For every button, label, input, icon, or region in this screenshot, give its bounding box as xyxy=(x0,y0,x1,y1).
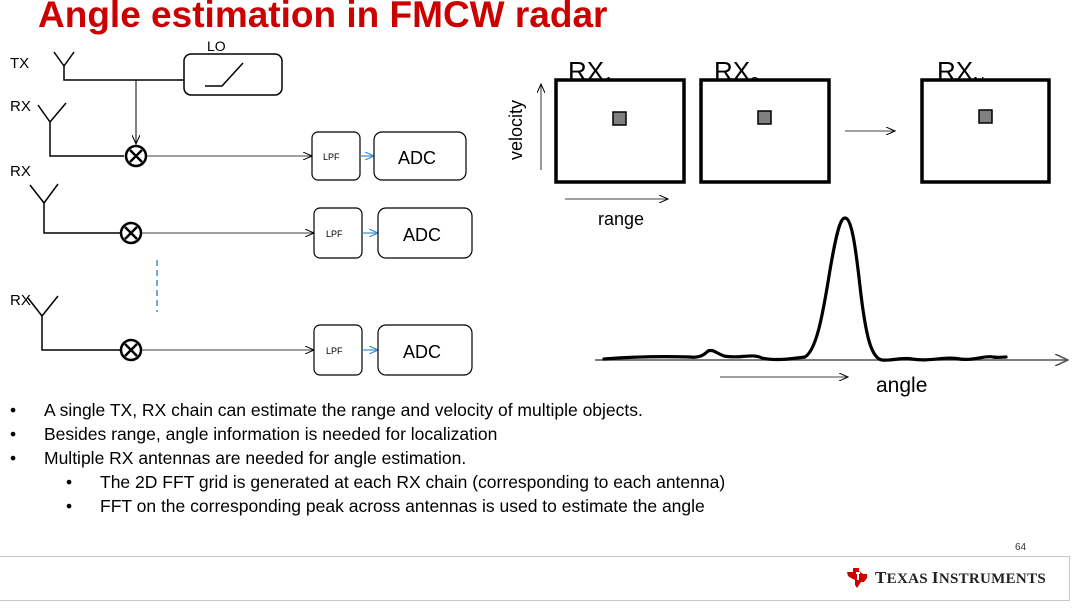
angle-spectrum-curve xyxy=(602,216,1008,362)
sub-bullet-item: FFT on the corresponding peak across ant… xyxy=(10,494,725,518)
rx2-adc-label: ADC xyxy=(403,225,441,245)
rx2-lpf-label: LPF xyxy=(326,229,343,239)
rx2-label: RX xyxy=(10,163,31,180)
bullet-item: Multiple RX antennas are needed for angl… xyxy=(10,446,725,470)
footer-bar xyxy=(0,556,1070,601)
rx1-label: RX xyxy=(10,98,31,115)
rx2-adc-box xyxy=(377,207,473,259)
rxn-label: RX xyxy=(10,292,31,309)
rx2-peak-marker xyxy=(757,110,772,125)
rx1-adc-box xyxy=(373,131,467,181)
tx-label: TX xyxy=(10,55,29,72)
texas-instruments-logo-icon xyxy=(847,568,867,588)
range-axis-label: range xyxy=(598,209,644,229)
company-name: TEXAS INSTRUMENTS xyxy=(875,568,1047,587)
velocity-axis-label: velocity xyxy=(506,100,526,160)
slide-title: Angle estimation in FMCW radar xyxy=(38,0,608,35)
sub-bullet-item: The 2D FFT grid is generated at each RX … xyxy=(10,470,725,494)
angle-axis-label: angle xyxy=(876,374,927,397)
rx2-mixer-icon xyxy=(119,221,143,245)
rxn-peak-marker xyxy=(978,109,993,124)
rx2-range-velocity-grid xyxy=(699,78,831,184)
chirp-ramp-icon xyxy=(205,62,244,87)
rx2-antenna-icon xyxy=(29,183,120,234)
bullet-item: Besides range, angle information is need… xyxy=(10,422,725,446)
rx1-range-velocity-grid xyxy=(554,78,686,184)
tx-antenna-icon xyxy=(53,51,184,81)
page-number: 64 xyxy=(1015,542,1027,553)
rx1-antenna-icon xyxy=(37,102,124,157)
rxn-mixer-icon xyxy=(119,338,143,362)
rx1-mixer-icon xyxy=(124,144,148,168)
bullet-item: A single TX, RX chain can estimate the r… xyxy=(10,398,725,422)
rxn-range-velocity-grid xyxy=(920,78,1051,184)
rxn-adc-label: ADC xyxy=(403,342,441,362)
rx1-lpf-label: LPF xyxy=(323,152,340,162)
rx1-peak-marker xyxy=(612,111,627,126)
lo-label: LO xyxy=(207,38,226,54)
bullet-list: A single TX, RX chain can estimate the r… xyxy=(10,398,725,518)
rxn-lpf-label: LPF xyxy=(326,346,343,356)
rx1-adc-label: ADC xyxy=(398,148,436,168)
diagram-canvas: TX LO RX LPF ADC RX LPF ADC RX LPF ADC R… xyxy=(10,38,1080,397)
company-logo: TEXAS INSTRUMENTS xyxy=(845,568,1046,588)
rxn-adc-box xyxy=(377,324,473,376)
rxn-antenna-icon xyxy=(27,295,120,351)
